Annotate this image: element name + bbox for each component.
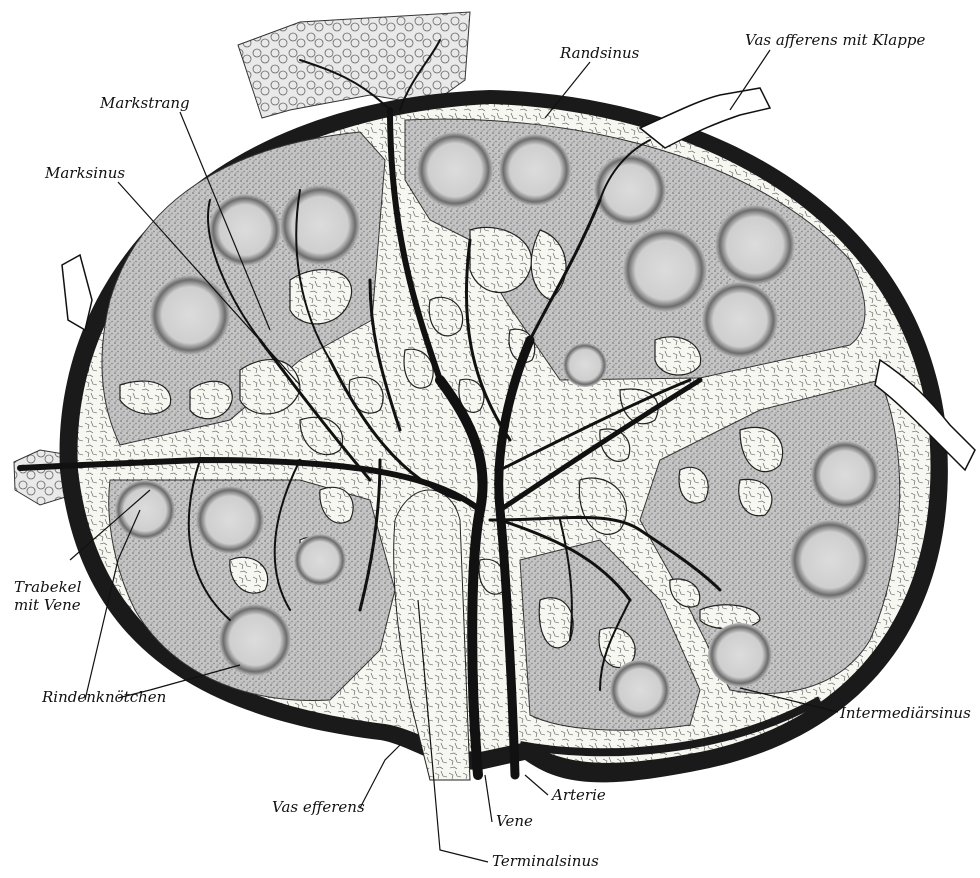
label-vas-efferens: Vas efferens [272,798,365,816]
label-markstrang: Markstrang [99,94,190,112]
label-vas-afferens: Vas afferens mit Klappe [745,31,925,49]
label-trabekel-line2: mit Vene [14,596,81,614]
label-terminalsinus: Terminalsinus [492,852,599,870]
afferent-vessel-left [62,255,92,330]
label-rindenknotchen: Rindenknötchen [41,688,166,706]
label-vene: Vene [496,812,533,830]
label-marksinus: Marksinus [44,164,125,182]
label-trabekel-line1: Trabekel [14,578,82,596]
label-arterie: Arterie [550,786,606,804]
label-randsinus: Randsinus [559,44,640,62]
label-intermediarsinus: Intermediärsinus [839,704,971,722]
